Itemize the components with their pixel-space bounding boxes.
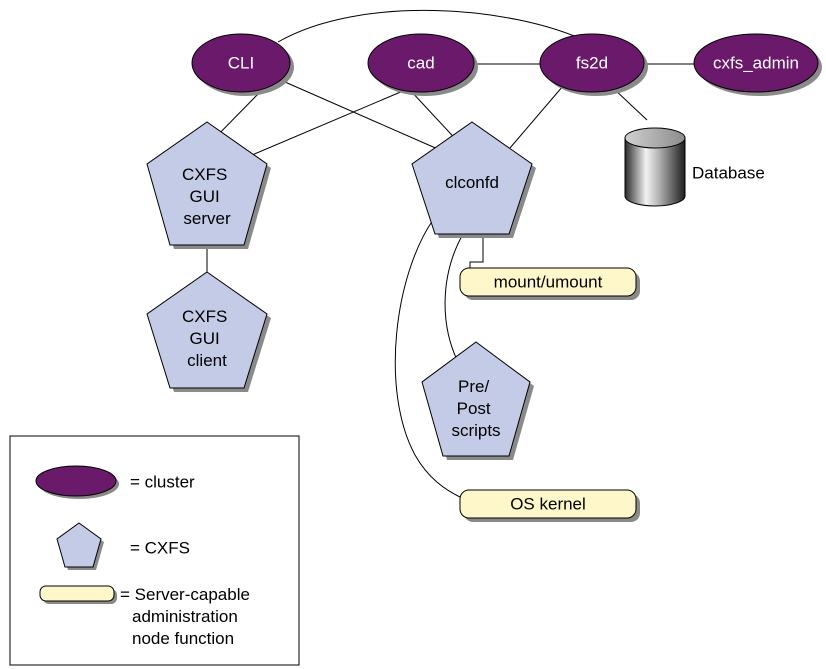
database-cylinder-body [624, 137, 686, 207]
prepost-line-3: scripts [451, 421, 500, 440]
legend-cluster-swatch [35, 465, 117, 497]
os-kernel-label: OS kernel [510, 495, 586, 514]
cli-label: CLI [228, 54, 254, 73]
edge-clconfd-prepost [444, 233, 464, 363]
edge-cad-gui-server [244, 87, 411, 159]
cxfs-nodes: CXFS GUI server clconfd CXFS GUI client … [146, 121, 536, 460]
database-cylinder-top [624, 127, 686, 149]
cluster-nodes: CLI cad fs2d cxfs_admin [191, 33, 822, 96]
gui-server-node [146, 121, 268, 246]
os-kernel-box [459, 489, 637, 519]
database-label: Database [692, 164, 765, 183]
legend-function-line-2: administration [132, 607, 238, 626]
cxfs-admin-node [693, 33, 819, 93]
legend: = cluster = CXFS = Server-capable admini… [9, 435, 300, 666]
gui-client-node [146, 271, 268, 389]
database-icon [624, 127, 686, 207]
legend-function-swatch [39, 585, 115, 602]
gui-client-line-1: CXFS [182, 307, 227, 326]
edge-cli-clconfd [284, 81, 441, 151]
cad-label: cad [407, 54, 434, 73]
legend-function-line-3: node function [132, 629, 234, 648]
prepost-label: Pre/ Post scripts [451, 377, 500, 440]
legend-function-line-1: = Server-capable [120, 585, 250, 604]
edge-cli-fs2d [277, 9, 589, 43]
gui-server-line-2: GUI [190, 187, 220, 206]
legend-cxfs-label: = CXFS [130, 539, 190, 558]
cli-node [191, 33, 291, 93]
prepost-line-1: Pre/ [458, 377, 489, 396]
fs2d-node [539, 33, 645, 93]
gui-client-line-3: client [187, 351, 227, 370]
prepost-node [421, 341, 531, 457]
mount-umount-label: mount/umount [494, 273, 603, 292]
clconfd-label: clconfd [445, 173, 499, 192]
edge-clconfd-mount [469, 234, 484, 273]
edge-clconfd-oskernel [394, 219, 463, 499]
cad-node [367, 33, 475, 93]
legend-function-label: = Server-capable administration node fun… [120, 585, 255, 648]
legend-cxfs-swatch [56, 522, 102, 568]
function-nodes: mount/umount OS kernel [459, 267, 640, 522]
gui-client-line-2: GUI [190, 329, 220, 348]
gui-client-label: CXFS GUI client [182, 307, 232, 370]
legend-cluster-label: = cluster [130, 473, 195, 492]
edge-fs2d-clconfd [509, 85, 564, 149]
mount-umount-box [459, 267, 637, 297]
prepost-line-2: Post [457, 399, 491, 418]
fs2d-label: fs2d [576, 54, 608, 73]
gui-server-label: CXFS GUI server [182, 165, 232, 228]
gui-server-line-1: CXFS [182, 165, 227, 184]
edge-fs2d-database [612, 87, 648, 121]
cxfs-admin-label: cxfs_admin [713, 54, 799, 73]
gui-server-line-3: server [183, 209, 231, 228]
connections [206, 9, 700, 499]
clconfd-node [411, 121, 533, 235]
